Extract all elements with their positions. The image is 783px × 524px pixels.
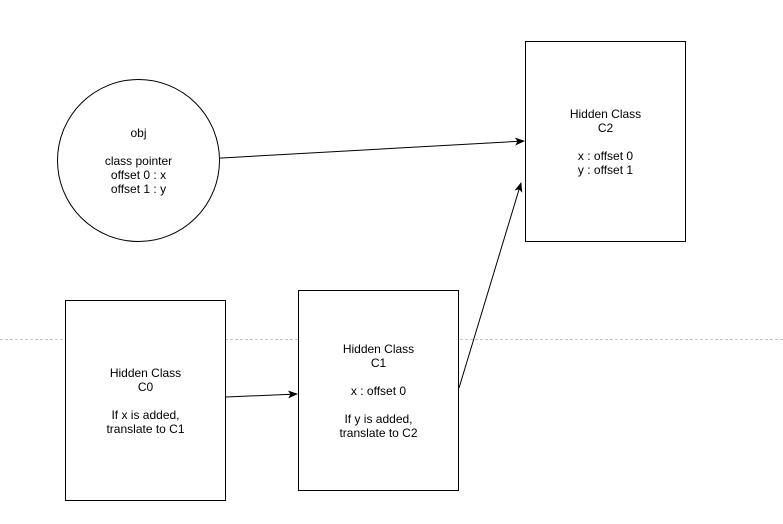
hidden-class-c1-node[interactable]: Hidden Class C1 x : offset 0 If y is add… <box>298 290 459 491</box>
obj-offset-1: offset 1 : y <box>110 181 167 196</box>
c1-property-x: x : offset 0 <box>350 383 407 398</box>
edge-c1-to-c2 <box>458 182 523 389</box>
hidden-class-c0-node[interactable]: Hidden Class C0 If x is added, translate… <box>65 300 226 501</box>
c0-transition-target: translate to C1 <box>106 421 185 436</box>
c2-name: C2 <box>597 120 614 135</box>
obj-node[interactable]: obj class pointer offset 0 : x offset 1 … <box>57 79 220 242</box>
c1-transition-condition: If y is added, <box>344 411 413 426</box>
c2-property-y: y : offset 1 <box>577 162 634 177</box>
c2-property-x: x : offset 0 <box>577 148 634 163</box>
c1-name: C1 <box>370 355 387 370</box>
c1-title: Hidden Class <box>342 341 415 356</box>
obj-title: obj <box>130 125 147 140</box>
c2-title: Hidden Class <box>569 106 642 121</box>
edge-c0-to-c1 <box>225 390 298 399</box>
edge-obj-to-c2 <box>185 137 525 161</box>
c0-transition-condition: If x is added, <box>111 407 180 422</box>
c0-name: C0 <box>137 379 154 394</box>
hidden-class-c2-node[interactable]: Hidden Class C2 x : offset 0 y : offset … <box>525 41 686 242</box>
obj-offset-0: offset 0 : x <box>110 167 167 182</box>
obj-class-pointer: class pointer <box>104 153 173 168</box>
c0-title: Hidden Class <box>109 365 182 380</box>
c1-transition-target: translate to C2 <box>339 425 418 440</box>
